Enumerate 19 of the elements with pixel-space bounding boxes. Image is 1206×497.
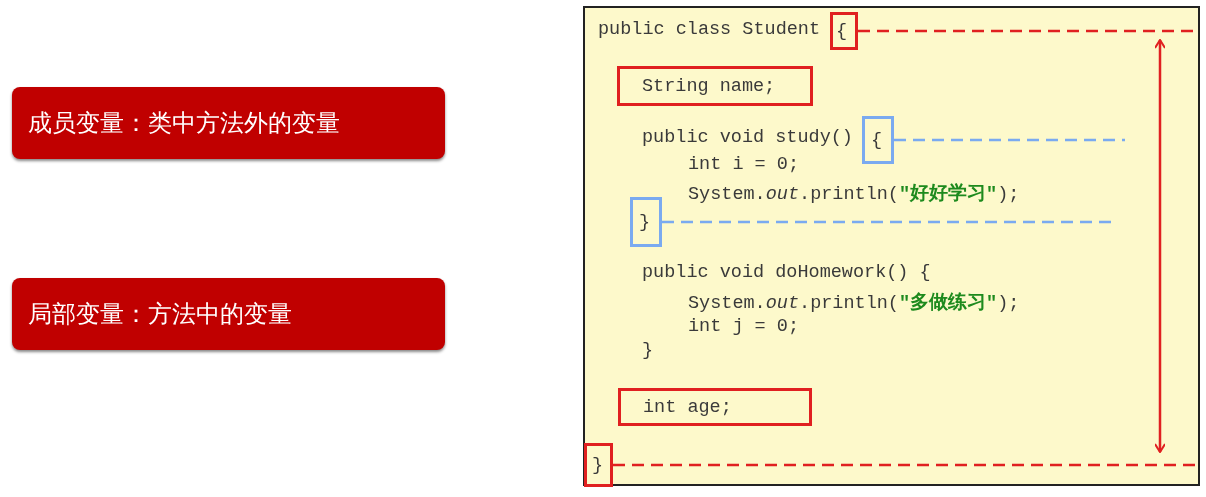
definition-banner: 局部变量：方法中的变量	[12, 278, 445, 350]
highlight-box: int age;	[618, 388, 812, 426]
highlight-box: {	[862, 116, 894, 164]
highlight-box: {	[830, 12, 858, 50]
code-line: System.out.println("多做练习");	[688, 291, 1020, 314]
code-line: public void study()	[642, 127, 853, 148]
code-panel	[583, 6, 1200, 486]
code-line: public class Student	[598, 19, 821, 40]
definition-banner: 成员变量：类中方法外的变量	[12, 87, 445, 159]
highlight-box: }	[630, 197, 662, 247]
code-line: public void doHomework() {	[642, 262, 931, 283]
highlight-box: String name;	[617, 66, 813, 106]
code-line: int j = 0;	[688, 316, 800, 337]
highlight-box: }	[584, 443, 613, 487]
code-line: System.out.println("好好学习");	[688, 182, 1020, 205]
code-line: }	[642, 340, 654, 361]
dashed-connector	[613, 463, 1198, 467]
dashed-connector	[894, 138, 1125, 142]
code-line: int i = 0;	[688, 154, 800, 175]
